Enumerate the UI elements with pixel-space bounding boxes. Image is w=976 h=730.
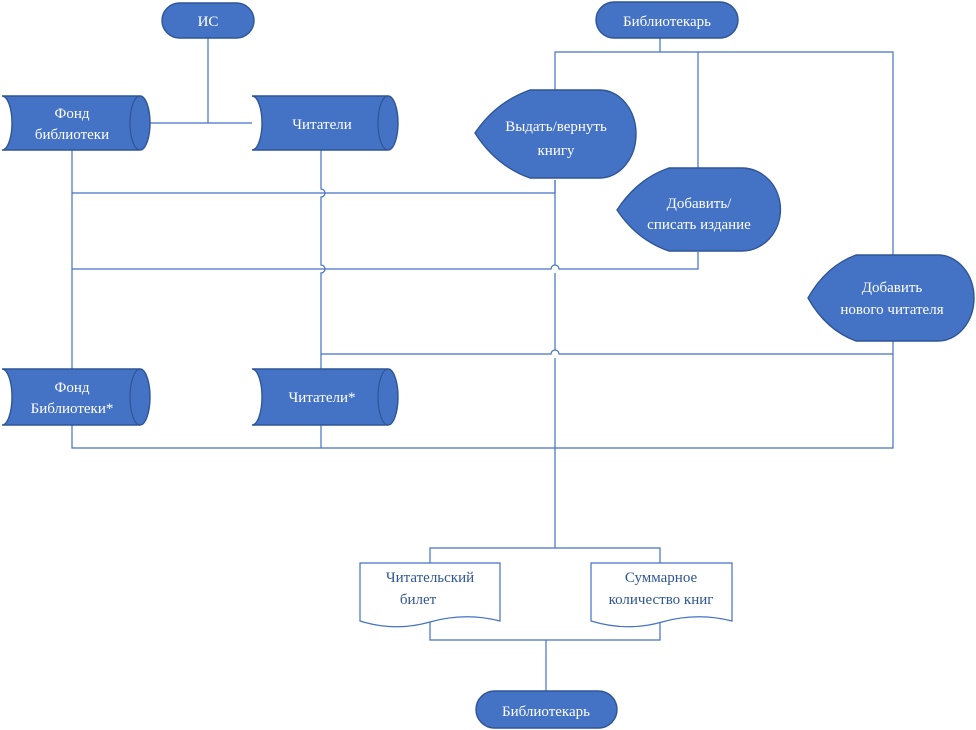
process-issue-return-line1: Выдать/вернуть <box>505 119 607 135</box>
store-readers: Читатели <box>251 95 399 151</box>
terminal-librarian-top-label: Библиотекарь <box>623 14 711 30</box>
store-fund-line2: библиотеки <box>35 127 109 143</box>
connector-is-stores <box>148 36 252 124</box>
store-fund: Фонд библиотеки <box>1 95 151 151</box>
connectors <box>71 36 894 692</box>
store-readers-out: Читатели* <box>251 368 399 426</box>
process-issue-return-line2: книгу <box>538 143 575 159</box>
connector-h193 <box>72 180 556 194</box>
document-reader-card-line1: Читательский <box>386 570 474 586</box>
store-fund-line1: Фонд <box>54 106 89 122</box>
terminal-librarian-bottom-label: Библиотекарь <box>502 704 590 720</box>
process-issue-return: Выдать/вернуть книгу <box>474 89 637 179</box>
process-add-reader-line2: нового читателя <box>840 302 943 318</box>
store-readers-label: Читатели <box>292 117 352 133</box>
process-add-writeoff-line2: списать издание <box>647 217 751 233</box>
store-readers-out-label: Читатели* <box>288 390 355 406</box>
process-add-reader-line1: Добавить <box>862 280 923 296</box>
store-fund-out-line2: Библиотеки* <box>31 401 114 417</box>
document-reader-card-line2: билет <box>400 592 437 608</box>
terminal-librarian-top: Библиотекарь <box>595 1 739 39</box>
connector-readers-down <box>320 150 326 448</box>
terminal-librarian-bottom: Библиотекарь <box>475 690 618 729</box>
connector-h269 <box>72 252 699 270</box>
process-add-writeoff-line1: Добавить/ <box>667 196 733 212</box>
store-fund-out: Фонд Библиотеки* <box>1 368 151 426</box>
document-total-books-line2: количество книг <box>609 592 714 608</box>
process-add-writeoff: Добавить/ списать издание <box>616 167 782 252</box>
terminal-is: ИС <box>161 2 255 39</box>
connector-h354 <box>321 349 893 355</box>
document-reader-card: Читательский билет <box>359 562 501 628</box>
document-total-books-line1: Суммарное <box>625 570 698 586</box>
store-fund-out-line1: Фонд <box>54 380 89 396</box>
process-add-reader: Добавить нового читателя <box>807 254 975 342</box>
document-total-books: Суммарное количество книг <box>590 562 733 628</box>
terminal-is-label: ИС <box>198 14 219 30</box>
